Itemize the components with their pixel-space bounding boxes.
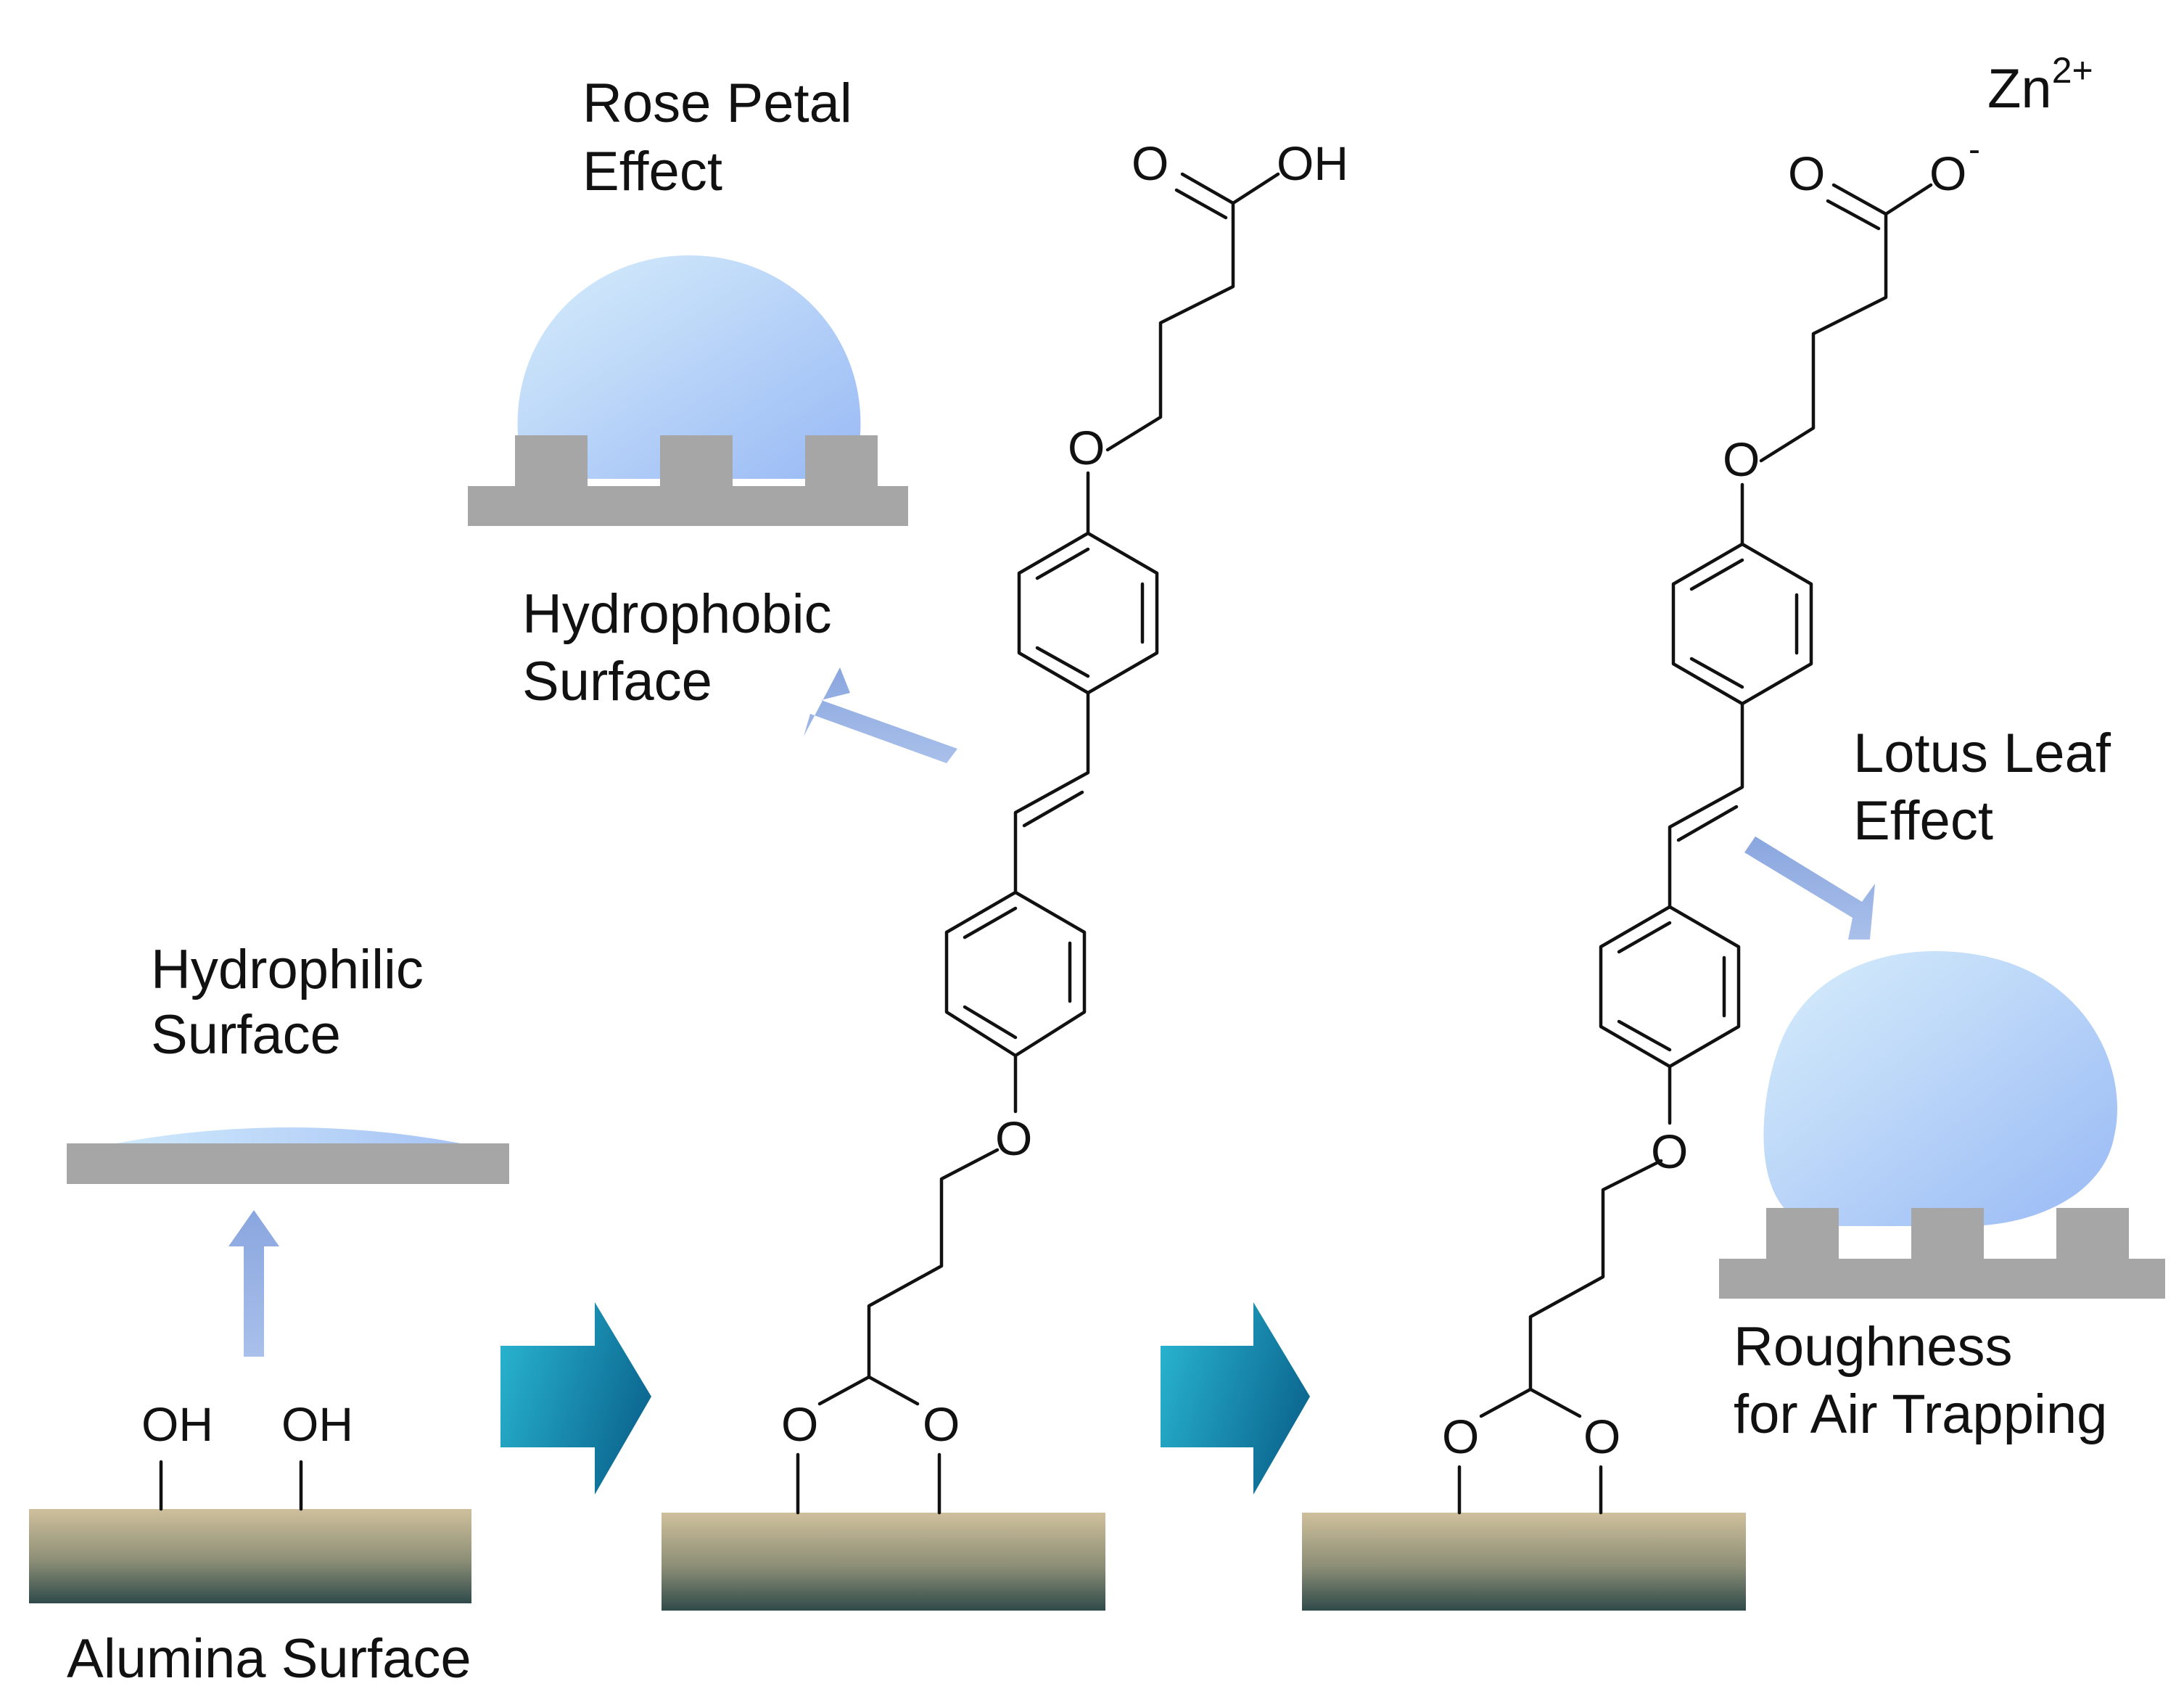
alumina-substrate (29, 1509, 471, 1603)
panel-zinc-monolayer: O O O O O O - Zn2+ Lotus Leaf Effect (1302, 50, 2165, 1611)
roughness-label-line2: for Air Trapping (1734, 1384, 2107, 1445)
lotus-leaf-label-line2: Effect (1853, 790, 1993, 852)
lotus-arrow (1744, 836, 1875, 940)
lotus-leaf-label-line1: Lotus Leaf (1853, 723, 2111, 784)
ether-oxygen-upper: O (1068, 421, 1105, 474)
up-arrow (228, 1210, 279, 1357)
surface-oh-left: OH (141, 1397, 213, 1451)
hydrophilic-plate (67, 1143, 509, 1184)
alkyl-chain-upper (1105, 201, 1235, 452)
hydrophobic-label-line2: Surface (522, 651, 712, 712)
zinc-ion-label: Zn2+ (1987, 50, 2093, 120)
benzene-ring-upper (1017, 531, 1159, 695)
stilbene-linker (1013, 691, 1090, 895)
carboxylate-carbonyl-oxygen: O (1788, 147, 1825, 200)
zinc-symbol: Zn (1987, 58, 2052, 120)
lotus-rough-surface (1719, 1208, 2165, 1299)
anchor-oxygen-right-2: O (1583, 1410, 1620, 1463)
anchor-oxygen-left-2: O (1442, 1410, 1479, 1463)
anchor-oxygen-right: O (923, 1397, 960, 1451)
panel-acid-monolayer: O O O O O OH Rose Petal Effect (468, 73, 1348, 1611)
carbonyl-bond (1180, 172, 1235, 205)
hydrophilic-label-line1: Hydrophilic (151, 939, 424, 1000)
hydroxyl-bond (1231, 172, 1280, 205)
ether-oxygen-lower-2: O (1651, 1125, 1688, 1178)
rose-petal-label-line2: Effect (582, 141, 722, 202)
benzene-ring-lower (944, 890, 1087, 1058)
process-arrow-1 (500, 1302, 651, 1495)
carboxylate-oxygen: O (1929, 147, 1966, 200)
zinc-charge: 2+ (2052, 50, 2093, 91)
hydrophilic-label-line2: Surface (151, 1004, 341, 1066)
carboxyl-oh: OH (1277, 136, 1348, 190)
ether-oxygen-lower: O (995, 1111, 1032, 1165)
alkyl-chain-lower-2 (867, 1148, 1000, 1379)
ether-oxygen-upper-2: O (1723, 432, 1760, 486)
panel-alumina: OH OH Alumina Surface Hydrophilic Surfac… (29, 939, 509, 1690)
substrate-middle (662, 1513, 1105, 1611)
rose-petal-label-line1: Rose Petal (582, 73, 852, 134)
carboxylate-charge: - (1969, 131, 1980, 169)
roughness-label-line1: Roughness (1734, 1316, 2013, 1378)
alumina-surface-label: Alumina Surface (67, 1628, 471, 1690)
benzene-ring-upper-2 (1671, 542, 1813, 706)
surface-oh-right: OH (281, 1397, 353, 1451)
alkyl-chain-lower (817, 1375, 920, 1406)
rose-petal-droplet (517, 255, 861, 479)
carbonyl-oxygen: O (1132, 136, 1169, 190)
rose-petal-rough-surface (468, 435, 908, 526)
anchor-oxygen-left: O (781, 1397, 818, 1451)
flat-water-film (116, 1127, 461, 1143)
process-arrow-2 (1161, 1302, 1310, 1495)
hydrophobic-label-line1: Hydrophobic (522, 583, 832, 645)
hydrophobic-arrow (804, 667, 957, 763)
substrate-right (1302, 1513, 1746, 1611)
benzene-ring-lower-2 (1599, 905, 1741, 1069)
lotus-droplet (1763, 951, 2117, 1226)
